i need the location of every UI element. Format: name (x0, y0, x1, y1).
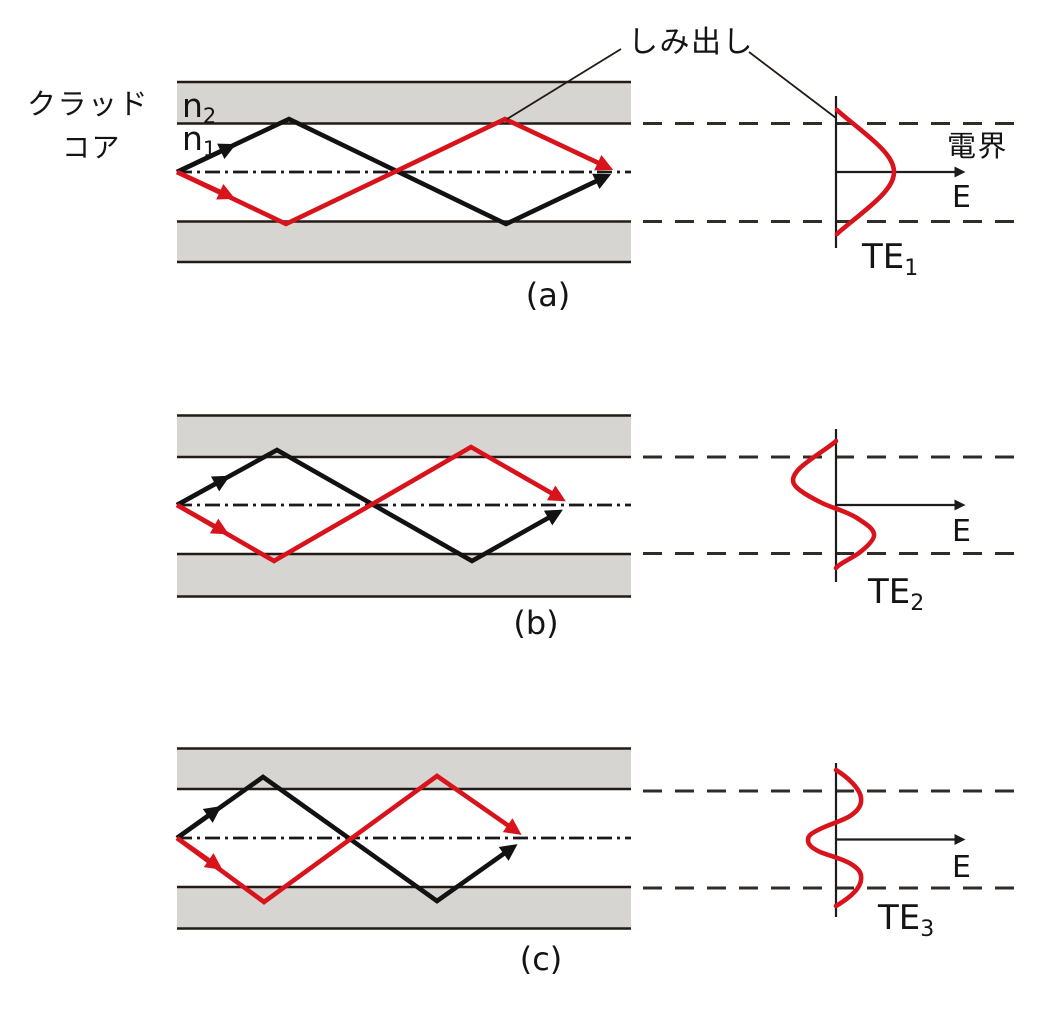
panel-c-label: (c) (520, 940, 563, 978)
cladding-label: クラッド (27, 87, 149, 121)
e-axis-label-a: E (952, 180, 971, 215)
cladding-bottom-band-c (177, 888, 631, 928)
waveguide-a (176, 80, 631, 264)
cladding-bottom-band-a (177, 222, 631, 261)
te2-field-curve (790, 438, 877, 571)
red-ray-mid-arrow (176, 169, 236, 200)
black-ray-mid-arrow (176, 143, 237, 175)
cladding-top-band-b (177, 416, 631, 456)
core-label: コア (62, 131, 121, 164)
field-profile-te1 (643, 96, 1014, 248)
te2-label: TE2 (867, 572, 924, 616)
waveguide-b (175, 414, 631, 598)
waveguide-c (175, 747, 631, 930)
seepage-callout-line-left (506, 48, 622, 120)
n2-label: n2 (182, 86, 216, 128)
seepage-label: しみ出し (628, 25, 754, 60)
seepage-callout (506, 48, 837, 120)
te3-field-curve (805, 767, 864, 909)
cladding-top-band-a (177, 83, 631, 123)
cladding-bottom-band-b (177, 555, 631, 596)
electric-field-label: 電界 (947, 129, 1008, 163)
cladding-top-band-c (177, 749, 631, 789)
black-ray-mid-arrow (175, 475, 230, 508)
e-axis-label-b: E (952, 514, 971, 549)
e-axis-label-c: E (952, 850, 971, 885)
te3-label: TE3 (877, 898, 934, 942)
red-ray-path (175, 773, 522, 905)
seepage-callout-line-right (748, 51, 837, 119)
te1-label: TE1 (861, 237, 918, 281)
n1-label: n1 (182, 119, 216, 161)
panel-a-label: (a) (526, 276, 571, 314)
field-profile-te3 (643, 763, 1014, 917)
red-ray-mid-arrow (175, 502, 229, 535)
black-ray-mid-arrow (175, 806, 222, 840)
field-profile-te2 (643, 429, 1014, 582)
red-ray-mid-arrow (175, 836, 223, 870)
panel-b-label: (b) (513, 604, 558, 642)
te1-field-curve (834, 107, 897, 237)
